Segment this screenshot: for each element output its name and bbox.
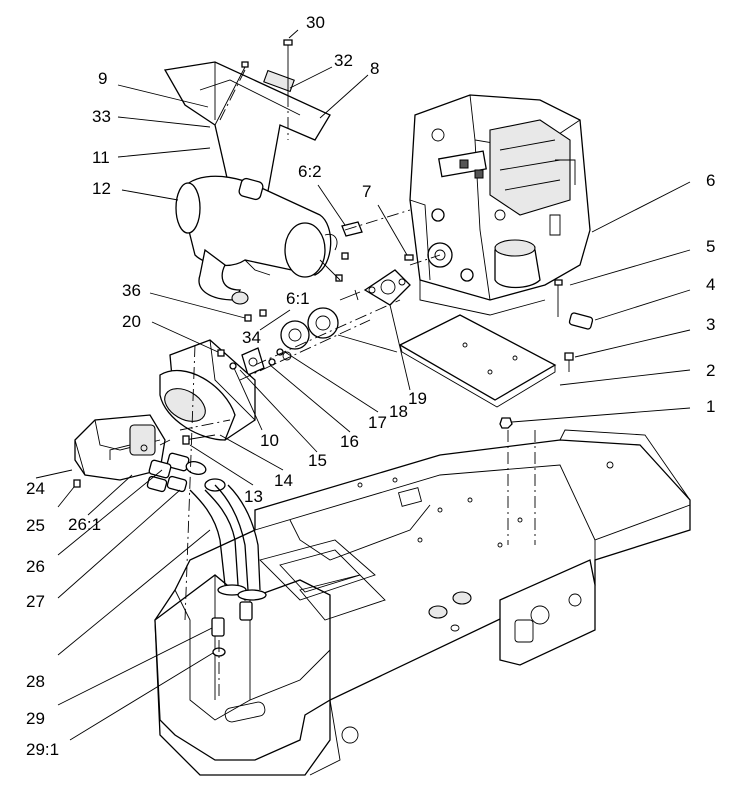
callout-28: 28 (26, 672, 45, 691)
engine (409, 94, 591, 316)
callout-leaders (35, 29, 691, 741)
callout-14: 14 (274, 471, 293, 490)
hardware (73, 39, 594, 488)
callout-17: 17 (368, 413, 387, 432)
callout-18: 18 (389, 402, 408, 421)
assembly-centerlines (179, 69, 559, 700)
callout-26-1: 26:1 (68, 515, 102, 534)
callout-24: 24 (26, 479, 45, 498)
callout-29-1: 29:1 (26, 740, 60, 759)
callout-6-1: 6:1 (286, 289, 310, 308)
callout-27: 27 (26, 592, 45, 611)
callout-11: 11 (92, 148, 110, 167)
callout-16: 16 (340, 432, 359, 451)
callout-20: 20 (122, 312, 141, 331)
callout-13: 13 (244, 487, 263, 506)
flange-parts (241, 269, 411, 376)
callout-30: 30 (306, 13, 325, 32)
hydraulic-pump (74, 339, 256, 481)
callout-8: 8 (370, 59, 380, 78)
callout-9: 9 (98, 69, 108, 88)
fittings-hoses (140, 439, 267, 657)
engine-mount-plate (398, 314, 557, 408)
callout-6-2: 6:2 (298, 162, 322, 181)
callout-6: 6 (706, 171, 716, 190)
callout-4: 4 (706, 275, 716, 294)
callout-26: 26 (26, 557, 45, 576)
chassis-frame (154, 429, 691, 776)
callout-10: 10 (260, 431, 279, 450)
muffler (175, 175, 338, 305)
callout-5: 5 (706, 237, 716, 256)
callout-34: 34 (242, 328, 261, 347)
callout-32: 32 (334, 51, 353, 70)
callout-33: 33 (92, 107, 111, 126)
callout-1: 1 (706, 397, 716, 416)
callout-29: 29 (26, 709, 45, 728)
callout-7: 7 (362, 182, 372, 201)
callout-12: 12 (92, 179, 111, 198)
callout-19: 19 (408, 389, 427, 408)
callout-15: 15 (308, 451, 327, 470)
callout-2: 2 (706, 361, 716, 380)
callout-25: 25 (26, 516, 45, 535)
callout-36: 36 (122, 281, 141, 300)
callout-3: 3 (706, 315, 716, 334)
